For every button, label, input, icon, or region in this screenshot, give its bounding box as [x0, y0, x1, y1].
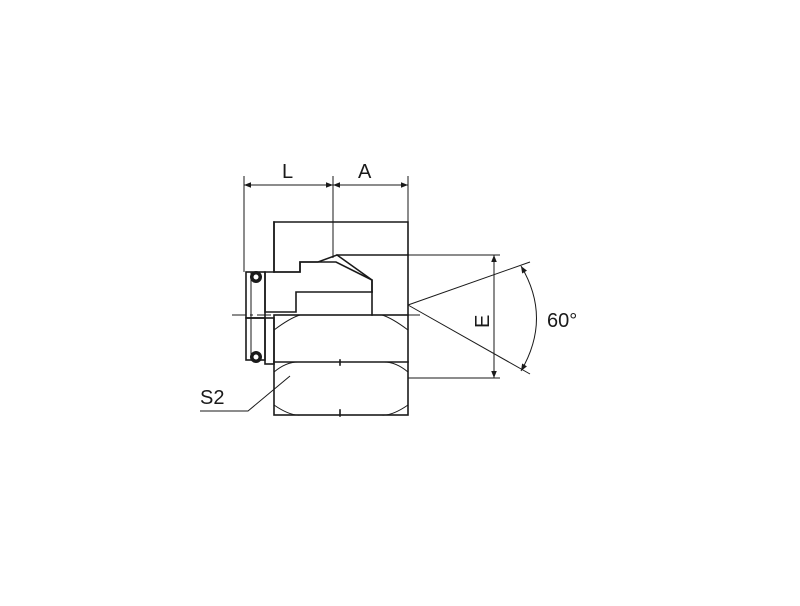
s2-leader-line: [200, 375, 291, 412]
cone-seat-outline: [335, 253, 373, 293]
dimension-e: E: [408, 254, 500, 379]
section-view-upper: [245, 221, 409, 319]
hex-size-callout: S2: [200, 375, 291, 412]
angle-arc: [520, 265, 537, 372]
label-s2: S2: [200, 387, 224, 409]
label-l: L: [282, 161, 293, 183]
dimension-l-a: L A: [243, 161, 409, 272]
label-angle: 60°: [547, 310, 577, 332]
plug-shank: [264, 317, 275, 365]
label-a: A: [358, 161, 372, 183]
hatched-plug-section: [264, 261, 373, 313]
hex-nut-outline: [273, 314, 409, 416]
label-e: E: [472, 315, 494, 328]
external-view-lower: [245, 314, 409, 417]
angle-60: 60°: [407, 261, 577, 375]
